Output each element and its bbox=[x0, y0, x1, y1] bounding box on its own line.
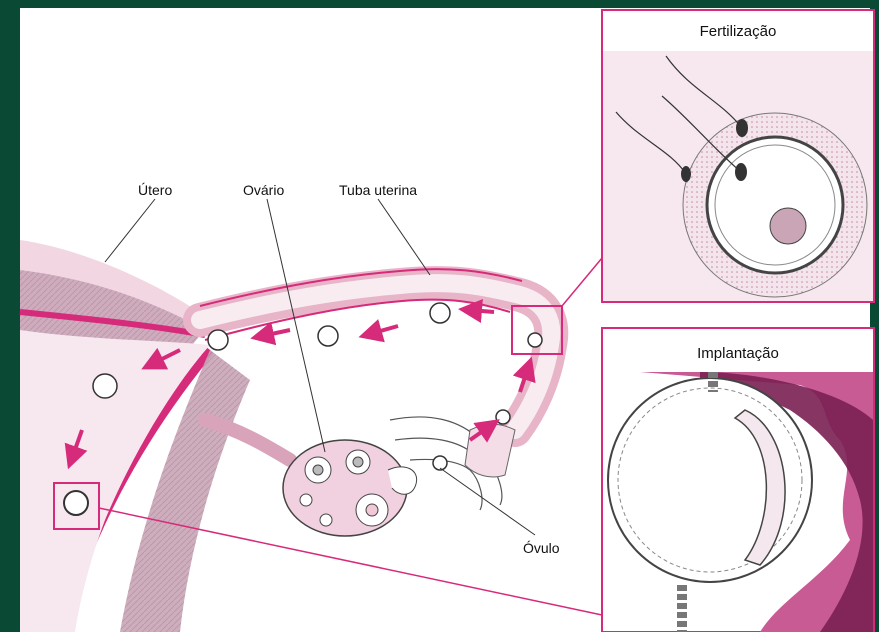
label-tuba-uterina: Tuba uterina bbox=[339, 182, 417, 198]
fertilization-title: Fertilização bbox=[700, 23, 777, 40]
label-ovulo: Óvulo bbox=[523, 540, 560, 556]
implantation-panel: Implantação bbox=[602, 328, 874, 632]
fertilization-panel: Fertilização bbox=[602, 10, 874, 302]
implantation-title: Implantação bbox=[697, 345, 779, 362]
label-utero: Útero bbox=[138, 182, 172, 198]
label-ovario: Ovário bbox=[243, 182, 284, 198]
